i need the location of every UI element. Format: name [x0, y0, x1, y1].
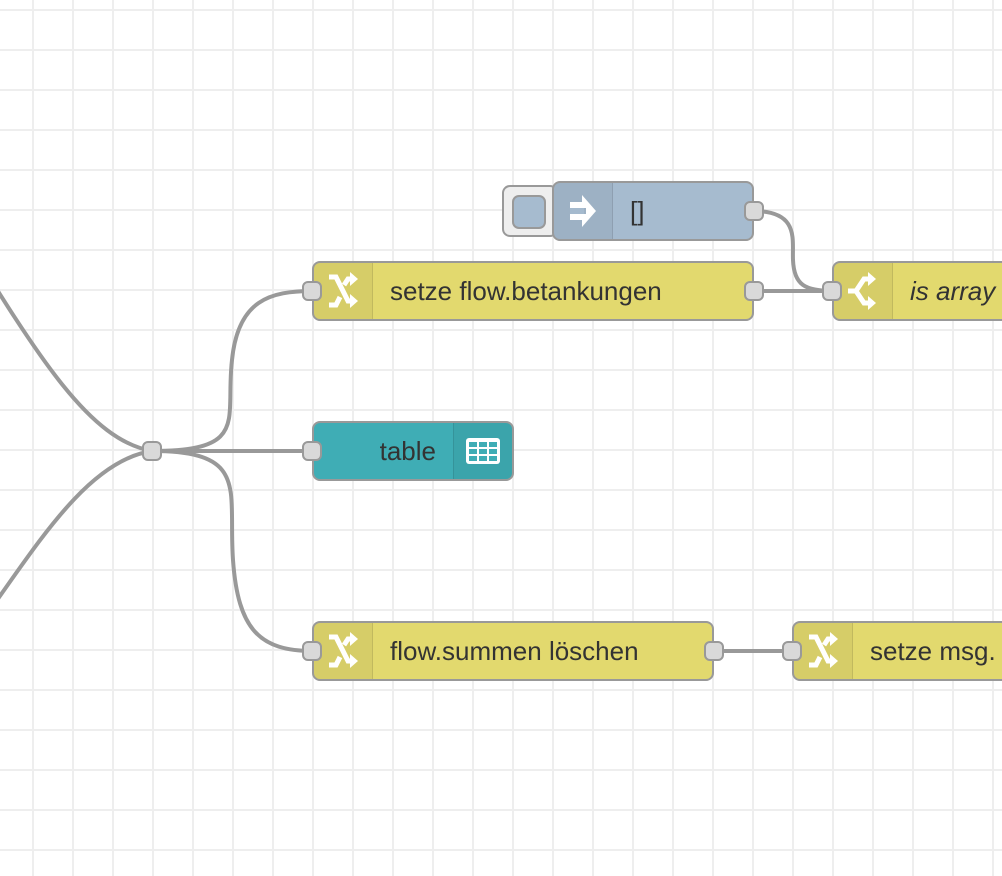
ui-table-node[interactable]: table [302, 421, 514, 481]
input-port[interactable] [302, 641, 322, 661]
change-icon-area [314, 623, 373, 679]
output-port[interactable] [744, 281, 764, 301]
change-node-flow-summen-loeschen[interactable]: flow.summen löschen [302, 621, 724, 681]
input-port[interactable] [302, 281, 322, 301]
arrow-right-icon [570, 195, 596, 227]
wire-junction-to-flow-summen-loeschen[interactable] [151, 449, 314, 653]
change-node-setze-flow-betankungen[interactable]: setze flow.betankungen [302, 261, 764, 321]
switch-icon-area [834, 263, 893, 319]
output-port[interactable] [704, 641, 724, 661]
inject-node-label: [] [630, 195, 645, 226]
inject-trigger-button-face[interactable] [512, 195, 546, 229]
input-port[interactable] [782, 641, 802, 661]
shuffle-icon [809, 632, 838, 668]
input-port[interactable] [302, 441, 322, 461]
change-icon-area [794, 623, 853, 679]
switch-node-label: is array [910, 275, 996, 306]
inject-output-port[interactable] [744, 201, 764, 221]
switch-node-is-array[interactable]: is array [822, 261, 1002, 321]
table-icon [466, 438, 500, 464]
change-node-label: flow.summen löschen [390, 635, 639, 666]
table-icon-area [453, 423, 512, 479]
inject-trigger-button[interactable] [502, 185, 558, 237]
wire-inject-to-is-array[interactable] [752, 209, 834, 293]
shuffle-icon [329, 632, 358, 668]
wire-offscreen-to-junction-bottom[interactable] [0, 449, 153, 610]
change-icon-area [314, 263, 373, 319]
change-node-setze-msg[interactable]: setze msg. [782, 621, 1002, 681]
wire-offscreen-to-junction-top[interactable] [0, 230, 153, 453]
wire-junction-to-setze-flow-betankungen[interactable] [151, 289, 314, 453]
shuffle-icon [329, 272, 358, 308]
change-node-label: setze flow.betankungen [390, 275, 662, 306]
inject-icon-area [554, 183, 613, 239]
switch-icon [848, 272, 876, 310]
junction-node[interactable] [142, 441, 162, 461]
change-node-label: setze msg. [870, 635, 996, 666]
input-port[interactable] [822, 281, 842, 301]
table-node-label: table [379, 435, 436, 466]
inject-node[interactable]: [] [552, 181, 764, 241]
